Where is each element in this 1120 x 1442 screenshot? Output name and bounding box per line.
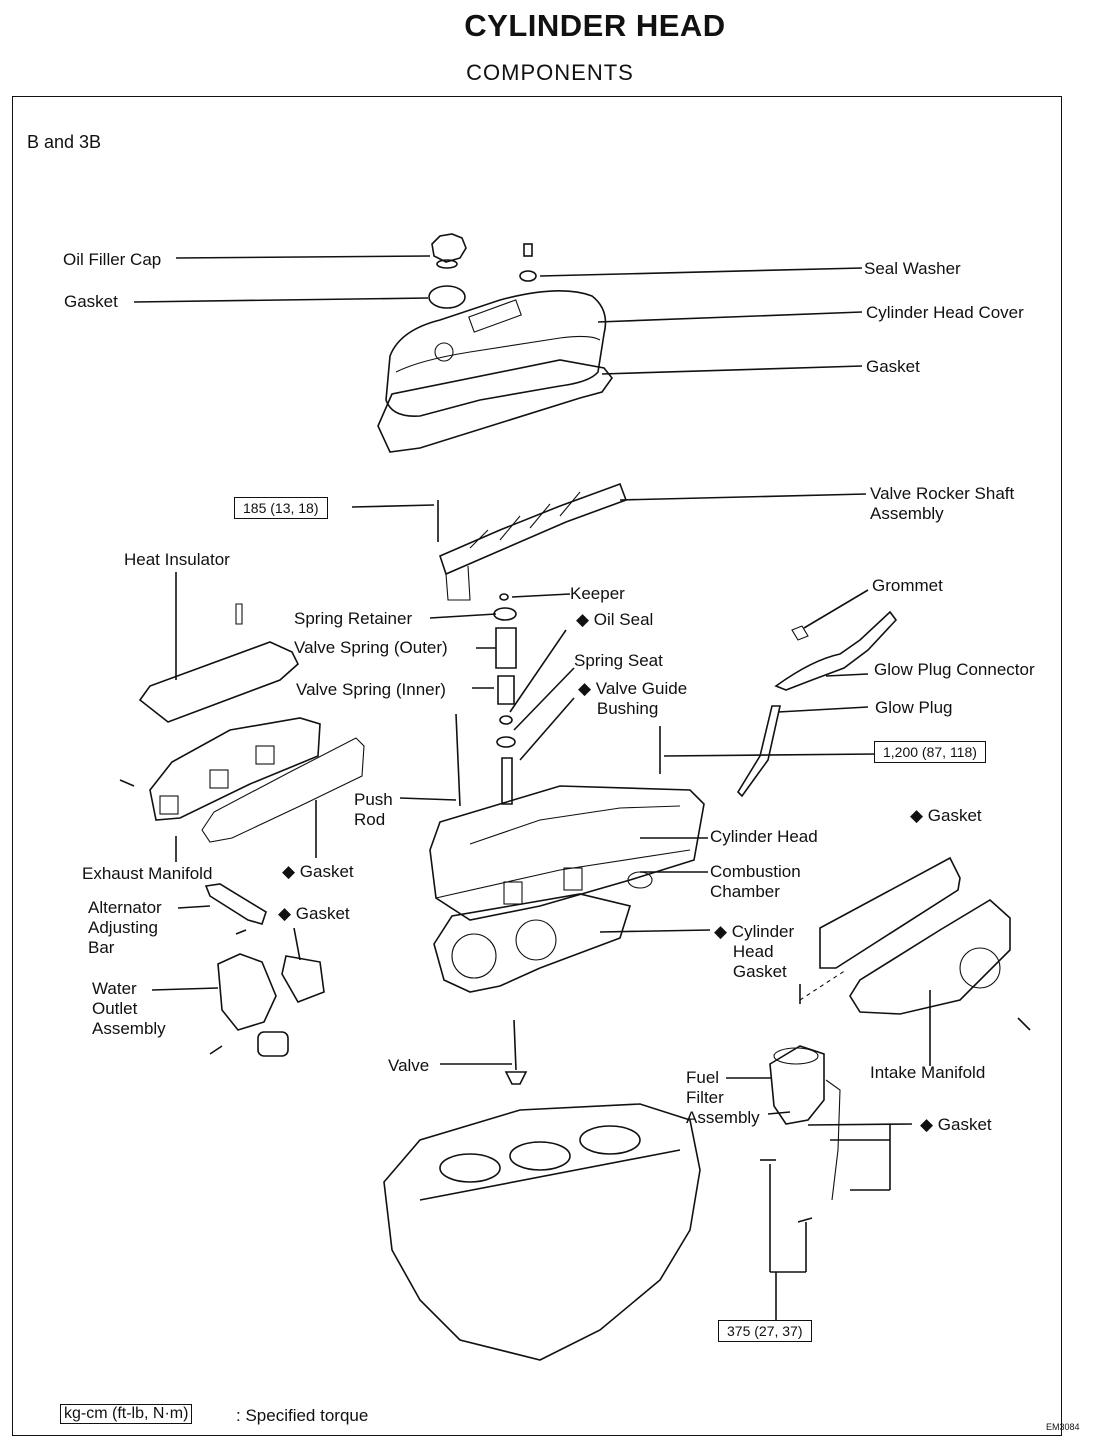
label-exhaust-gasket: ◆ Gasket xyxy=(282,862,354,881)
label-fuel-gasket: ◆ Gasket xyxy=(920,1115,992,1134)
oil-filler-cap-shape xyxy=(431,233,467,269)
label-oil-seal: ◆ Oil Seal xyxy=(576,610,654,629)
glow-plug-connector-shape xyxy=(774,610,898,691)
label-spring-retainer: Spring Retainer xyxy=(294,609,413,628)
exhaust-manifold-shape xyxy=(149,717,365,843)
label-valve-rocker-shaft: Valve Rocker Shaft Assembly xyxy=(870,484,1015,523)
label-alternator-bar: Alternator Adjusting Bar xyxy=(88,898,162,957)
cylinder-head-shape xyxy=(429,785,705,921)
seal-washer-bolt-shape xyxy=(519,243,537,282)
heat-insulator-shape xyxy=(138,641,299,723)
label-valve-guide-bushing: ◆ Valve Guide Bushing xyxy=(578,679,688,718)
label-exhaust-manifold: Exhaust Manifold xyxy=(82,864,213,883)
label-intake-gasket: ◆ Gasket xyxy=(910,806,982,825)
intake-gasket-shape xyxy=(819,856,961,969)
label-gasket-top: Gasket xyxy=(64,292,118,311)
label-spring-seat: Spring Seat xyxy=(574,651,663,670)
small-bolts xyxy=(119,779,1031,1223)
label-glow-plug-connector: Glow Plug Connector xyxy=(874,660,1035,679)
legend-torque-unit: kg-cm (ft-lb, N·m) xyxy=(60,1404,193,1424)
label-water-outlet: Water Outlet Assembly xyxy=(92,979,166,1038)
label-glow-plug: Glow Plug xyxy=(875,698,953,717)
legend-torque-text: : Specified torque xyxy=(236,1406,369,1425)
label-fuel-filter: Fuel Filter Assembly xyxy=(686,1068,760,1127)
label-cylinder-head-gasket: ◆ Cylinder Head Gasket xyxy=(714,922,795,981)
grommet-shape xyxy=(791,625,809,641)
valve-shape xyxy=(504,1019,528,1085)
head-gasket-shape xyxy=(433,893,632,993)
label-intake-manifold: Intake Manifold xyxy=(870,1063,986,1082)
page-title: CYLINDER HEAD xyxy=(464,8,726,43)
filler-gasket-shape xyxy=(428,285,466,309)
figure-code: EM3084 xyxy=(1046,1422,1080,1432)
label-cover-gasket: Gasket xyxy=(866,357,920,376)
glow-plug-shape xyxy=(736,705,781,798)
intake-manifold-shape xyxy=(849,899,1011,1015)
water-gasket-shape xyxy=(281,955,325,1003)
rocker-shaft-shape xyxy=(437,482,628,601)
torque-glow-plug: 1,200 (87, 118) xyxy=(874,741,986,763)
label-push-rod: Push Rod xyxy=(354,790,393,829)
valve-spring-stack-shape xyxy=(493,593,517,805)
water-outlet-shape xyxy=(217,953,289,1057)
label-water-gasket: ◆ Gasket xyxy=(278,904,350,923)
cylinder-block-shape xyxy=(383,1103,701,1361)
label-heat-insulator: Heat Insulator xyxy=(124,550,230,569)
leader-lines xyxy=(133,255,931,1320)
page-subtitle: COMPONENTS xyxy=(466,60,634,85)
label-valve: Valve xyxy=(388,1056,430,1075)
label-combustion-chamber: Combustion Chamber xyxy=(710,862,801,901)
engine-model-label: B and 3B xyxy=(27,132,102,152)
label-grommet: Grommet xyxy=(872,576,943,595)
label-oil-filler-cap: Oil Filler Cap xyxy=(63,250,162,269)
insulator-bolt-shape xyxy=(235,603,243,625)
label-seal-washer: Seal Washer xyxy=(864,259,961,278)
label-keeper: Keeper xyxy=(570,584,625,603)
fuel-filter-shape xyxy=(769,1045,841,1201)
torque-rocker-bolt: 185 (13, 18) xyxy=(234,497,328,519)
label-cylinder-head-cover: Cylinder Head Cover xyxy=(866,303,1024,322)
alternator-bar-shape xyxy=(204,883,267,925)
cover-gasket-shape xyxy=(377,359,614,453)
diagram-frame xyxy=(12,96,1062,1436)
torque-fuel-bolts: 375 (27, 37) xyxy=(718,1320,812,1342)
label-cylinder-head: Cylinder Head xyxy=(710,827,818,846)
cylinder-head-cover-shape xyxy=(385,290,607,417)
push-rod-shape xyxy=(455,713,461,807)
label-valve-spring-inner: Valve Spring (Inner) xyxy=(296,680,446,699)
label-valve-spring-outer: Valve Spring (Outer) xyxy=(294,638,448,657)
